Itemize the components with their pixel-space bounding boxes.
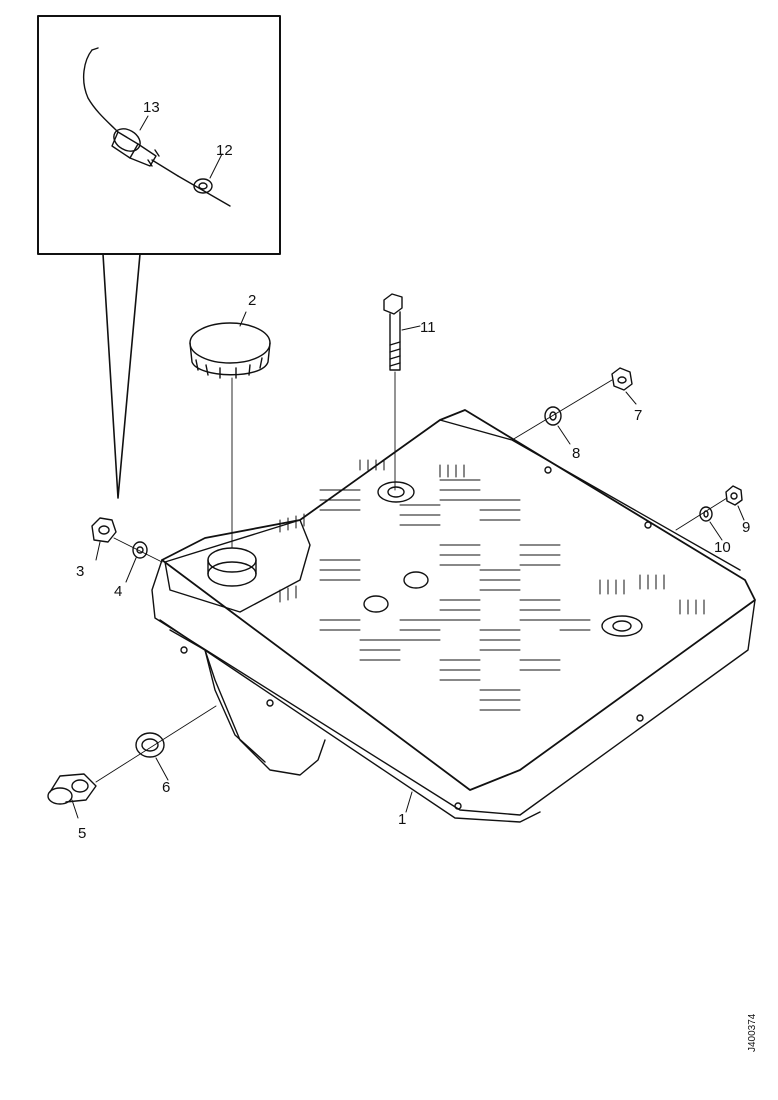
callout-10: 10 bbox=[714, 539, 731, 556]
nut-left bbox=[91, 517, 117, 543]
inset-detail-box bbox=[37, 15, 281, 499]
document-code: J400374 bbox=[747, 1013, 758, 1052]
drain-plug bbox=[47, 773, 97, 805]
sender-seal bbox=[177, 175, 231, 207]
washer-right-upper bbox=[511, 379, 613, 441]
callout-7: 7 bbox=[634, 407, 642, 424]
fuel-tank bbox=[151, 409, 756, 823]
callout-11: 11 bbox=[420, 319, 436, 336]
drain-seal bbox=[95, 705, 217, 783]
leader-lines bbox=[71, 115, 745, 819]
callout-2: 2 bbox=[248, 292, 256, 309]
fuel-sender-unit bbox=[82, 47, 179, 177]
callout-6: 6 bbox=[162, 779, 170, 796]
washer-right-lower bbox=[675, 497, 728, 531]
nut-right-lower bbox=[725, 485, 743, 506]
washer-left bbox=[113, 537, 163, 563]
callout-8: 8 bbox=[572, 445, 580, 462]
callout-3: 3 bbox=[76, 563, 84, 580]
callout-4: 4 bbox=[114, 583, 122, 600]
nut-right-upper bbox=[611, 367, 633, 391]
callout-12: 12 bbox=[216, 142, 233, 159]
filler-cap bbox=[189, 322, 271, 549]
callout-1: 1 bbox=[398, 811, 406, 828]
callout-9: 9 bbox=[742, 519, 750, 536]
callout-5: 5 bbox=[78, 825, 86, 842]
callout-13: 13 bbox=[143, 99, 160, 116]
through-bolt bbox=[383, 293, 403, 491]
tank-rib-pattern bbox=[279, 459, 705, 711]
